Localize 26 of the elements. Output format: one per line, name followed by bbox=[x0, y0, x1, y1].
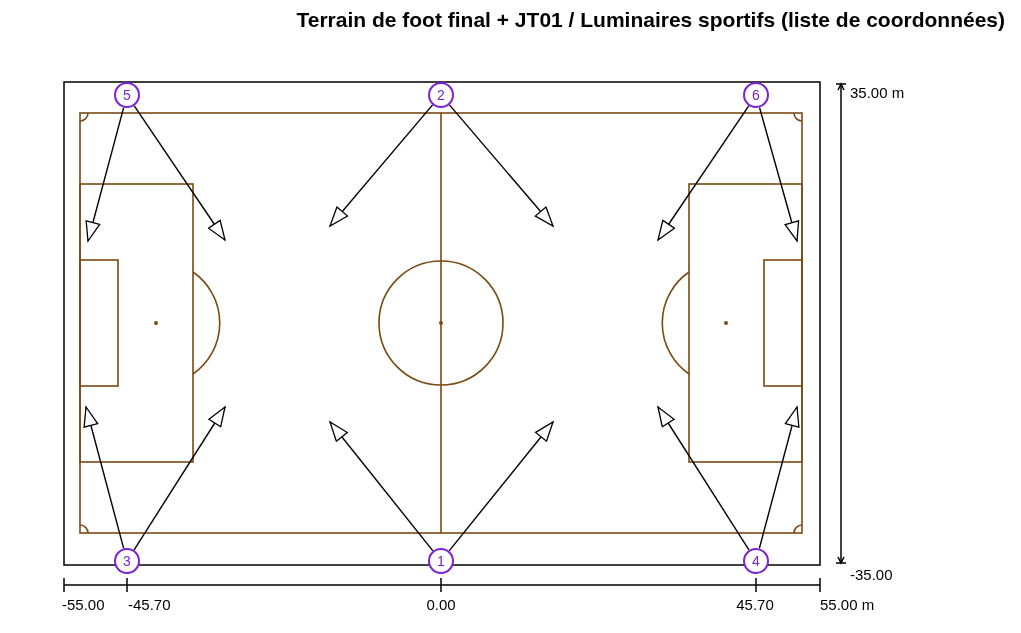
aiming-arrow bbox=[448, 104, 554, 227]
luminaire-marker: 4 bbox=[743, 548, 769, 574]
aiming-arrow bbox=[758, 106, 800, 242]
horizontal-axis-label: -45.70 bbox=[128, 596, 171, 613]
aiming-arrow bbox=[657, 406, 750, 551]
aiming-arrow bbox=[329, 104, 434, 227]
horizontal-axis-label: 0.00 bbox=[426, 596, 456, 613]
aiming-arrow bbox=[85, 106, 125, 242]
aiming-arrow bbox=[133, 406, 226, 551]
aiming-arrow bbox=[758, 406, 800, 550]
luminaire-marker: 1 bbox=[428, 548, 454, 574]
horizontal-axis-label: 45.70 bbox=[736, 596, 774, 613]
vertical-axis-label: 35.00 m bbox=[850, 84, 905, 101]
horizontal-axis-label: 55.00 m bbox=[820, 596, 875, 613]
luminaire-marker: 6 bbox=[743, 82, 769, 108]
horizontal-axis-label: -55.00 bbox=[62, 596, 105, 613]
luminaire-marker: 5 bbox=[114, 82, 140, 108]
aiming-arrow bbox=[329, 421, 434, 552]
aiming-arrow bbox=[83, 406, 125, 550]
vertical-axis-label: -35.00 bbox=[850, 566, 893, 583]
aiming-arrow bbox=[133, 105, 226, 241]
aiming-arrow bbox=[448, 421, 554, 552]
luminaire-marker: 3 bbox=[114, 548, 140, 574]
luminaire-marker: 2 bbox=[428, 82, 454, 108]
aiming-arrow bbox=[657, 105, 750, 241]
diagram-title: Terrain de foot final + JT01 / Luminaires sportifs (liste de coordonnées) bbox=[296, 8, 1005, 32]
